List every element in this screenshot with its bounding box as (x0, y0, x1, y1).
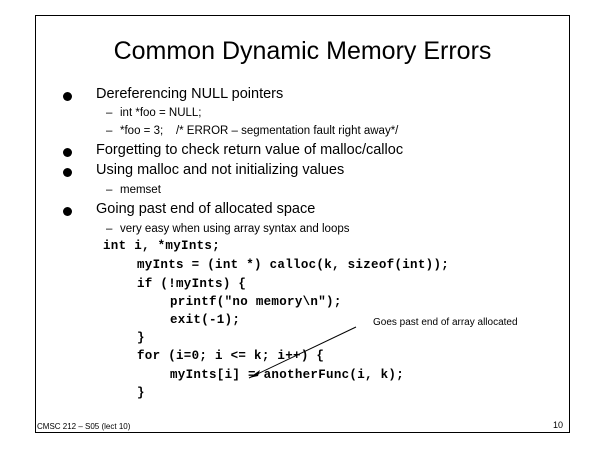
bullet-icon (63, 148, 72, 157)
footer-text: CMSC 212 – S05 (lect 10) (37, 422, 131, 431)
code-line: for (i=0; i <= k; i++) { (137, 349, 325, 363)
bullet-text: Dereferencing NULL pointers (96, 86, 284, 102)
code-line: if (!myInts) { (137, 277, 247, 291)
sub-bullet-text: *foo = 3; /* ERROR – segmentation fault … (120, 125, 399, 137)
annotation-text: Goes past end of array allocated (373, 317, 518, 328)
slide: Common Dynamic Memory Errors Dereferenci… (35, 15, 570, 433)
code-line: exit(-1); (170, 313, 241, 327)
dash-icon: – (106, 184, 113, 196)
code-line: } (137, 331, 145, 345)
code-line: } (137, 386, 145, 400)
code-line: printf("no memory\n"); (170, 295, 342, 309)
page-number: 10 (553, 420, 564, 430)
code-line: myInts[i] = anotherFunc(i, k); (170, 368, 405, 382)
bullet-icon (63, 207, 72, 216)
code-line: int i, *myInts; (103, 239, 221, 253)
dash-icon: – (106, 223, 113, 235)
slide-title: Common Dynamic Memory Errors (113, 37, 492, 65)
code-line: myInts = (int *) calloc(k, sizeof(int)); (137, 258, 450, 272)
sub-bullet-text: very easy when using array syntax and lo… (120, 223, 350, 235)
annotation-arrow-icon (248, 326, 357, 379)
bullet-icon (63, 168, 72, 177)
bullet-icon (63, 92, 72, 101)
bullet-text: Going past end of allocated space (96, 201, 316, 217)
bullet-text: Forgetting to check return value of mall… (96, 142, 404, 158)
sub-bullet-text: memset (120, 184, 161, 196)
bullet-text: Using malloc and not initializing values (96, 162, 345, 178)
sub-bullet-text: int *foo = NULL; (120, 107, 202, 119)
dash-icon: – (106, 125, 113, 137)
dash-icon: – (106, 107, 113, 119)
